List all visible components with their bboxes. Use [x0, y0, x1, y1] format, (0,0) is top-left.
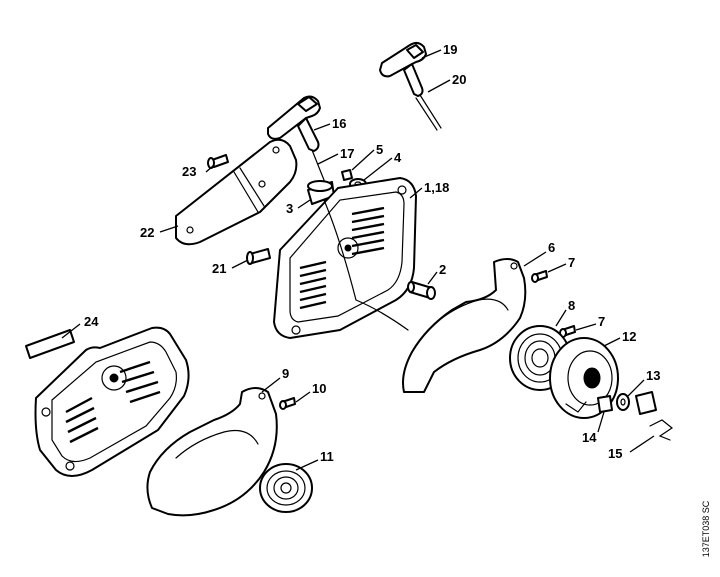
part-16-starter-grip	[267, 95, 321, 152]
callouts: 19 20 16 17 5 4 1,18 3 23 22 21 2 6 7 8 …	[84, 42, 660, 464]
callout-2: 2	[439, 262, 446, 277]
callout-3: 3	[286, 201, 293, 216]
callout-9: 9	[282, 366, 289, 381]
part-3-rope-guide-bush	[307, 180, 335, 205]
part-13-washer	[616, 393, 630, 411]
callout-16: 16	[332, 116, 346, 131]
callout-24: 24	[84, 314, 99, 329]
part-7-screw-upper	[531, 270, 548, 283]
part-11-rewind-spring	[259, 463, 313, 513]
part-17-starter-rope	[311, 149, 325, 181]
callout-20: 20	[452, 72, 466, 87]
callout-11: 11	[320, 449, 334, 464]
part-fan-housing-lower	[34, 326, 190, 477]
callout-1-18: 1,18	[424, 180, 449, 195]
callout-5: 5	[376, 142, 383, 157]
part-13-pawl	[635, 391, 657, 415]
part-14-pawl	[597, 395, 613, 413]
callout-21: 21	[212, 261, 226, 276]
part-1-fan-housing	[273, 177, 417, 339]
part-2-bush	[407, 281, 436, 300]
callout-7-lower: 7	[598, 314, 605, 329]
part-9-guide-plate	[146, 387, 278, 517]
callout-17: 17	[340, 146, 354, 161]
reference-code: 137ET038 SC	[699, 486, 713, 572]
part-21-screw	[246, 248, 271, 265]
callout-4: 4	[394, 150, 402, 165]
callout-8: 8	[568, 298, 575, 313]
callout-15: 15	[608, 446, 622, 461]
callout-13: 13	[646, 368, 660, 383]
callout-22: 22	[140, 225, 154, 240]
part-19-starter-grip	[379, 41, 427, 97]
callout-7-upper: 7	[568, 255, 575, 270]
leader-lines	[61, 49, 655, 471]
part-15-spring-clip	[649, 419, 674, 441]
part-20-starter-rope	[415, 94, 442, 131]
callout-23: 23	[182, 164, 196, 179]
callout-12: 12	[622, 329, 636, 344]
callout-14: 14	[582, 430, 597, 445]
part-10-screw	[279, 397, 296, 410]
part-5-screw	[341, 169, 353, 181]
part-6-guide-plate	[402, 258, 527, 393]
callout-10: 10	[312, 381, 326, 396]
callout-19: 19	[443, 42, 457, 57]
part-23-screw	[207, 154, 229, 169]
callout-6: 6	[548, 240, 555, 255]
part-22-cover-plate	[175, 138, 298, 246]
lower-housing-vent-slots	[65, 360, 161, 444]
reference-code-text: 137ET038 SC	[701, 500, 711, 558]
part-24-label-plate	[25, 329, 75, 359]
